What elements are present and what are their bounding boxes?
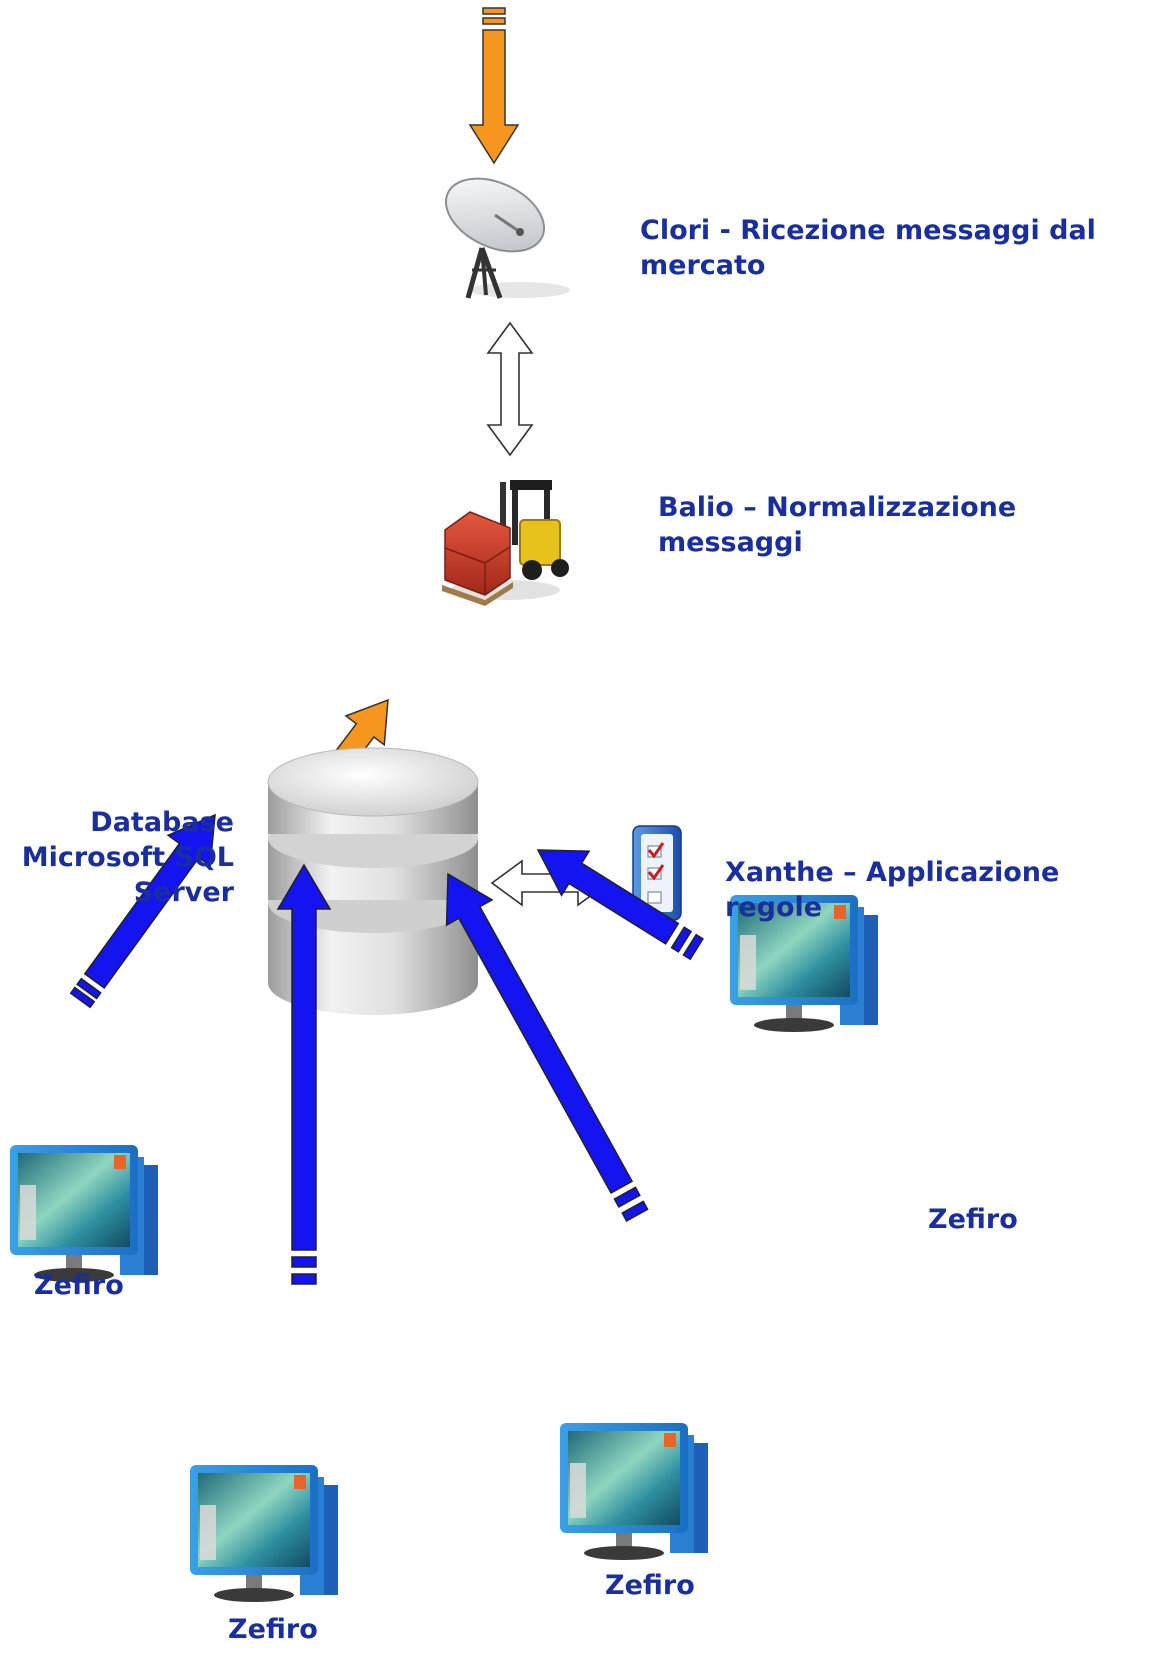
checklist-icon — [632, 825, 682, 921]
client-arrow-2 — [276, 863, 332, 1285]
monitor-icon — [560, 1423, 708, 1560]
incoming-arrow-top — [468, 7, 520, 165]
bidirectional-arrow-vertical — [486, 321, 534, 457]
balio-label: Balio – Normalizzazione messaggi — [658, 492, 1017, 558]
satellite-dish-icon — [444, 177, 570, 299]
client-arrow-4 — [536, 849, 704, 961]
database-label: Database Microsoft SQL Server — [21, 807, 234, 908]
monitor-icon — [10, 1145, 158, 1282]
clori-label: Clori - Ricezione messaggi dal mercato — [640, 215, 1096, 281]
client-arrow-3 — [445, 872, 649, 1222]
monitor-icon — [730, 895, 878, 1032]
forklift-icon — [442, 480, 569, 606]
monitor-icon — [190, 1465, 338, 1602]
client-label: Zefiro — [928, 1204, 1018, 1235]
xanthe-label: Xanthe – Applicazione regole — [725, 857, 1060, 923]
client-arrow-1 — [69, 813, 216, 1009]
client-label: Zefiro — [34, 1270, 124, 1301]
client-label: Zefiro — [605, 1570, 695, 1601]
client-label: Zefiro — [228, 1614, 318, 1645]
